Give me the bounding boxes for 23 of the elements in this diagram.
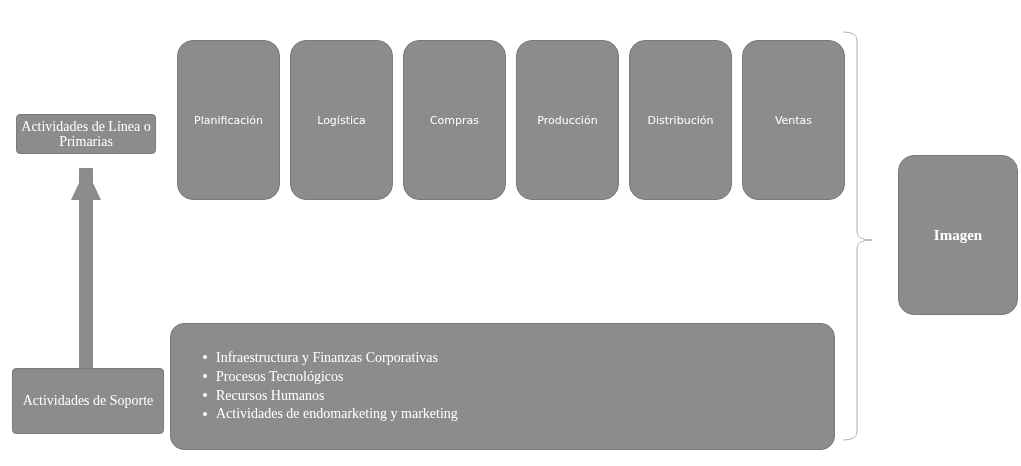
result-label: Imagen (933, 226, 983, 244)
activity-box (516, 40, 619, 200)
bullet-item: Actividades de endomarketing y marketing (216, 406, 458, 422)
box-label: Producción (537, 113, 598, 127)
activity-box (177, 40, 280, 200)
activity-box (290, 40, 393, 200)
activity-box (629, 40, 732, 200)
arrow (71, 168, 101, 368)
box-label: Logística (317, 113, 366, 127)
box-label: Planificación (194, 113, 263, 127)
box-label: Actividades de Soporte (22, 393, 154, 409)
bullet-item: Procesos Tecnológicos (216, 368, 344, 384)
bullet-item: Infraestructura y Finanzas Corporativas (216, 349, 438, 365)
result-box (898, 155, 1018, 315)
activities-panel (170, 323, 835, 450)
box-label: Compras (429, 113, 480, 127)
activity-box (742, 40, 845, 200)
bullet-item: Recursos Humanos (216, 387, 325, 403)
category-box (12, 368, 164, 434)
box-label: Distribución (647, 113, 714, 127)
box-label: Ventas (774, 113, 813, 127)
activity-box (403, 40, 506, 200)
box-label: Actividades de Línea o Primarias (20, 118, 152, 150)
